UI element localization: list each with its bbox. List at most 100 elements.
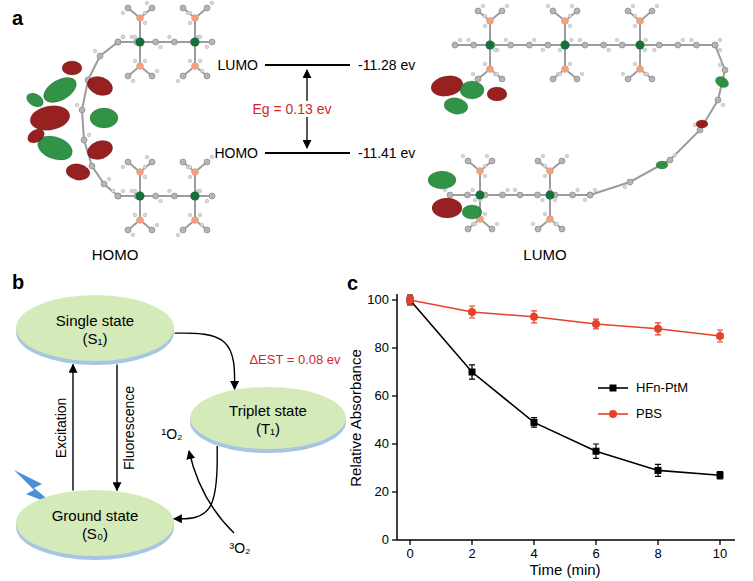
- carbon-atom: [153, 193, 159, 199]
- orbital-lobe: [460, 81, 484, 99]
- hydrogen-atom: [673, 153, 677, 157]
- carbon-atom: [125, 73, 131, 79]
- carbon-atom: [192, 169, 198, 175]
- carbon-atom: [637, 66, 643, 72]
- orbital-name: LUMO: [523, 246, 566, 263]
- hydrogen-atom: [159, 45, 163, 49]
- hydrogen-atom: [458, 38, 462, 42]
- hydrogen-atom: [543, 212, 547, 216]
- transition-label: ΔEST = 0.08 ev: [247, 353, 342, 368]
- hydrogen-atom: [570, 4, 574, 8]
- hydrogen-atom: [543, 164, 547, 168]
- platinum-atom: [476, 191, 485, 200]
- carbon-atom: [465, 158, 471, 164]
- carbon-atom: [125, 227, 131, 233]
- carbon-atom: [115, 39, 121, 45]
- carbon-atom: [570, 192, 576, 198]
- hydrogen-atom: [483, 174, 487, 178]
- carbon-atom: [487, 66, 493, 72]
- orbital-lobe: [85, 137, 116, 163]
- hydrogen-atom: [505, 4, 509, 8]
- phosphorus-atom: [486, 65, 493, 72]
- tick-label: 4: [530, 547, 537, 562]
- carbon-atom: [149, 73, 155, 79]
- carbon-atom: [447, 192, 453, 198]
- hydrogen-atom: [690, 38, 694, 42]
- bond: [590, 45, 725, 195]
- data-marker: [592, 320, 600, 328]
- hydrogen-atom: [593, 188, 597, 192]
- hydrogen-atom: [543, 174, 547, 178]
- carbon-atom: [137, 63, 143, 69]
- transition-arrow: [72, 365, 73, 491]
- tick-label: 0: [406, 547, 413, 562]
- state-label: Single state (S₁): [45, 312, 145, 348]
- series-line: [410, 300, 720, 336]
- hydrogen-atom: [131, 233, 135, 237]
- hydrogen-atom: [121, 35, 125, 39]
- hydrogen-atom: [541, 48, 545, 52]
- carbon-atom: [171, 39, 177, 45]
- error-bar: [469, 306, 475, 318]
- hydrogen-atom: [155, 69, 159, 73]
- hydrogen-atom: [121, 11, 125, 15]
- axis-title: Time (min): [529, 561, 600, 578]
- hydrogen-atom: [718, 48, 722, 52]
- hydrogen-atom: [621, 72, 625, 76]
- carbon-atom: [149, 5, 155, 11]
- carbon-atom: [535, 158, 541, 164]
- carbon-atom: [627, 179, 633, 185]
- carbon-atom: [656, 42, 662, 48]
- hydrogen-atom: [568, 14, 572, 18]
- hydrogen-atom: [143, 59, 147, 63]
- transition-arrow: [175, 333, 235, 389]
- hydrogen-atom: [513, 188, 517, 192]
- tick-label: 40: [375, 437, 389, 452]
- carbon-atom: [192, 169, 198, 175]
- hydrogen-atom: [467, 38, 471, 42]
- carbon-atom: [547, 216, 553, 222]
- hydrogen-atom: [143, 213, 147, 217]
- hydrogen-atom: [461, 154, 465, 158]
- hydrogen-atom: [155, 223, 159, 227]
- carbon-atom: [649, 76, 655, 82]
- hydrogen-atom: [200, 69, 204, 73]
- hydrogen-atom: [558, 48, 562, 52]
- orbital-lobe: [443, 96, 469, 116]
- hydrogen-atom: [159, 199, 163, 203]
- carbon-atom: [180, 227, 186, 233]
- phosphorus-atom: [636, 17, 643, 24]
- carbon-atom: [517, 192, 523, 198]
- carbon-atom: [675, 42, 681, 48]
- hydrogen-atom: [633, 62, 637, 66]
- data-marker: [531, 419, 538, 426]
- carbon-atom: [574, 76, 580, 82]
- carbon-atom: [153, 39, 159, 45]
- homo-molecule: [24, 1, 215, 237]
- carbon-atom: [137, 169, 143, 175]
- hydrogen-atom: [121, 165, 125, 169]
- hydrogen-atom: [111, 189, 115, 193]
- data-series: [407, 295, 724, 479]
- x-tick: [719, 540, 720, 545]
- hydrogen-atom: [568, 62, 572, 66]
- carbon-atom: [180, 73, 186, 79]
- tick-label: 10: [713, 547, 727, 562]
- panel-letter: a: [12, 7, 23, 30]
- carbon-atom: [192, 15, 198, 21]
- ellipse-face: [16, 295, 174, 361]
- phosphorus-atom: [476, 167, 483, 174]
- hydrogen-atom: [553, 198, 557, 202]
- ellipse-face: [190, 387, 346, 449]
- carbon-atom: [500, 192, 506, 198]
- hydrogen-atom: [483, 62, 487, 66]
- hydrogen-atom: [471, 72, 475, 76]
- hydrogen-atom: [87, 133, 91, 137]
- orbital-lobe: [428, 171, 456, 189]
- hydrogen-atom: [473, 222, 477, 226]
- tick-label: 0: [382, 533, 389, 548]
- hydrogen-atom: [546, 4, 550, 8]
- hydrogen-atom: [541, 154, 545, 158]
- carbon-atom: [180, 5, 186, 11]
- carbon-atom: [149, 159, 155, 165]
